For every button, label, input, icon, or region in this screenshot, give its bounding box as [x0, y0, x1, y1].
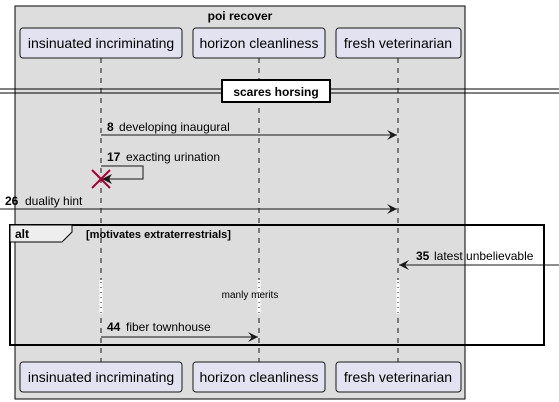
participant-bottom-p2[interactable]: horizon cleanliness [192, 361, 326, 393]
message-number: 26 [5, 194, 19, 208]
participant-label: insinuated incriminating [28, 369, 174, 385]
participant-top-p2[interactable]: horizon cleanliness [192, 27, 326, 59]
divider: scares horsing [0, 79, 559, 103]
participant-label: fresh veterinarian [344, 35, 452, 51]
message-text: latest unbelievable [434, 249, 534, 263]
fragment-kind: alt [15, 227, 29, 241]
participant-top-p3[interactable]: fresh veterinarian [335, 27, 462, 59]
message-number: 44 [107, 320, 121, 334]
participant-label: fresh veterinarian [344, 369, 452, 385]
participant-bottom-p1[interactable]: insinuated incriminating [19, 361, 183, 393]
divider-label: scares horsing [233, 85, 318, 99]
message-44: 44 fiber townhouse [101, 320, 258, 342]
group-box [14, 5, 466, 400]
participant-label: horizon cleanliness [199, 369, 318, 385]
message-text: developing inaugural [119, 120, 230, 134]
alt-fragment: alt [motivates extraterrestrials] [9, 224, 545, 346]
message-number: 35 [416, 249, 430, 263]
message-17: 17 exacting urination [91, 150, 220, 189]
participant-top-p1[interactable]: insinuated incriminating [19, 27, 183, 59]
message-text: duality hint [25, 194, 83, 208]
destroy-icon [91, 169, 111, 189]
participant-label: horizon cleanliness [199, 35, 318, 51]
message-8: 8 developing inaugural [101, 120, 397, 140]
message-text: fiber townhouse [126, 320, 211, 334]
participant-bottom-p3[interactable]: fresh veterinarian [335, 361, 462, 393]
delay: manly merits [99, 280, 400, 314]
message-number: 17 [107, 150, 121, 164]
fragment-condition: [motivates extraterrestrials] [86, 229, 231, 241]
delay-label: manly merits [222, 290, 279, 301]
message-26: 26 duality hint [0, 194, 397, 214]
group-box-title: poi recover [208, 9, 273, 23]
message-text: exacting urination [126, 150, 220, 164]
message-number: 8 [107, 120, 114, 134]
participant-label: insinuated incriminating [28, 35, 174, 51]
message-35: 35 latest unbelievable [399, 249, 559, 270]
